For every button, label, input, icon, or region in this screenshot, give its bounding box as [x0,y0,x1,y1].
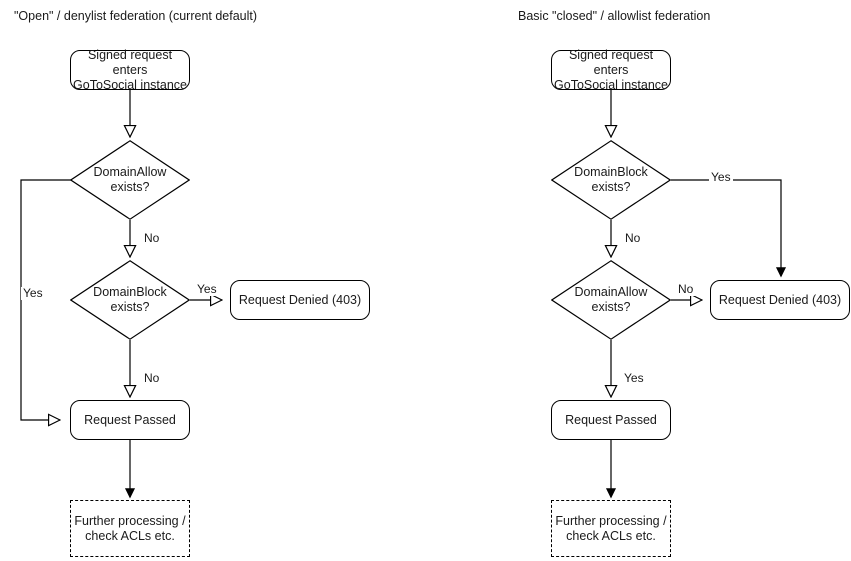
node-request-passed-left: Request Passed [70,400,190,440]
diagram-title-closed-allowlist: Basic "closed" / allowlist federation [518,9,711,23]
edge-label-left-allow-no: No [142,231,162,245]
node-request-denied-right: Request Denied (403) [710,280,850,320]
node-further-processing-left-label: Further processing / check ACLs etc. [74,513,186,543]
node-start-left: Signed request enters GoToSocial instanc… [70,47,190,92]
node-request-passed-right: Request Passed [551,400,671,440]
node-start-right-label: Signed request enters GoToSocial instanc… [554,47,668,92]
edge-label-left-block-no: No [142,371,162,385]
node-request-passed-left-label: Request Passed [84,412,176,427]
node-further-processing-right-label: Further processing / check ACLs etc. [555,513,667,543]
diagram-title-open-denylist: "Open" / denylist federation (current de… [14,9,258,23]
node-further-processing-right: Further processing / check ACLs etc. [551,500,671,557]
edge-label-left-block-yes: Yes [195,282,219,296]
node-start-left-label: Signed request enters GoToSocial instanc… [73,47,187,92]
edge-label-right-block-yes: Yes [709,170,733,184]
node-decision-domainallow-right: DomainAllow exists? [551,260,671,340]
node-request-denied-right-label: Request Denied (403) [718,292,842,307]
node-decision-domainblock-left-label: DomainBlock exists? [93,285,167,314]
edge-label-left-allow-yes: Yes [21,286,45,300]
node-further-processing-left: Further processing / check ACLs etc. [70,500,190,557]
node-request-passed-right-label: Request Passed [565,412,657,427]
edge-label-right-allow-yes: Yes [622,371,646,385]
node-decision-domainblock-left: DomainBlock exists? [70,260,190,340]
edge-label-right-block-no: No [623,231,643,245]
node-decision-domainallow-left-label: DomainAllow exists? [93,165,167,194]
edge-label-right-allow-no: No [676,282,696,296]
node-decision-domainblock-right-label: DomainBlock exists? [574,165,648,194]
node-decision-domainblock-right: DomainBlock exists? [551,140,671,220]
node-request-denied-left-label: Request Denied (403) [238,292,362,307]
node-start-right: Signed request enters GoToSocial instanc… [551,47,671,92]
node-decision-domainallow-left: DomainAllow exists? [70,140,190,220]
node-request-denied-left: Request Denied (403) [230,280,370,320]
node-decision-domainallow-right-label: DomainAllow exists? [574,285,648,314]
